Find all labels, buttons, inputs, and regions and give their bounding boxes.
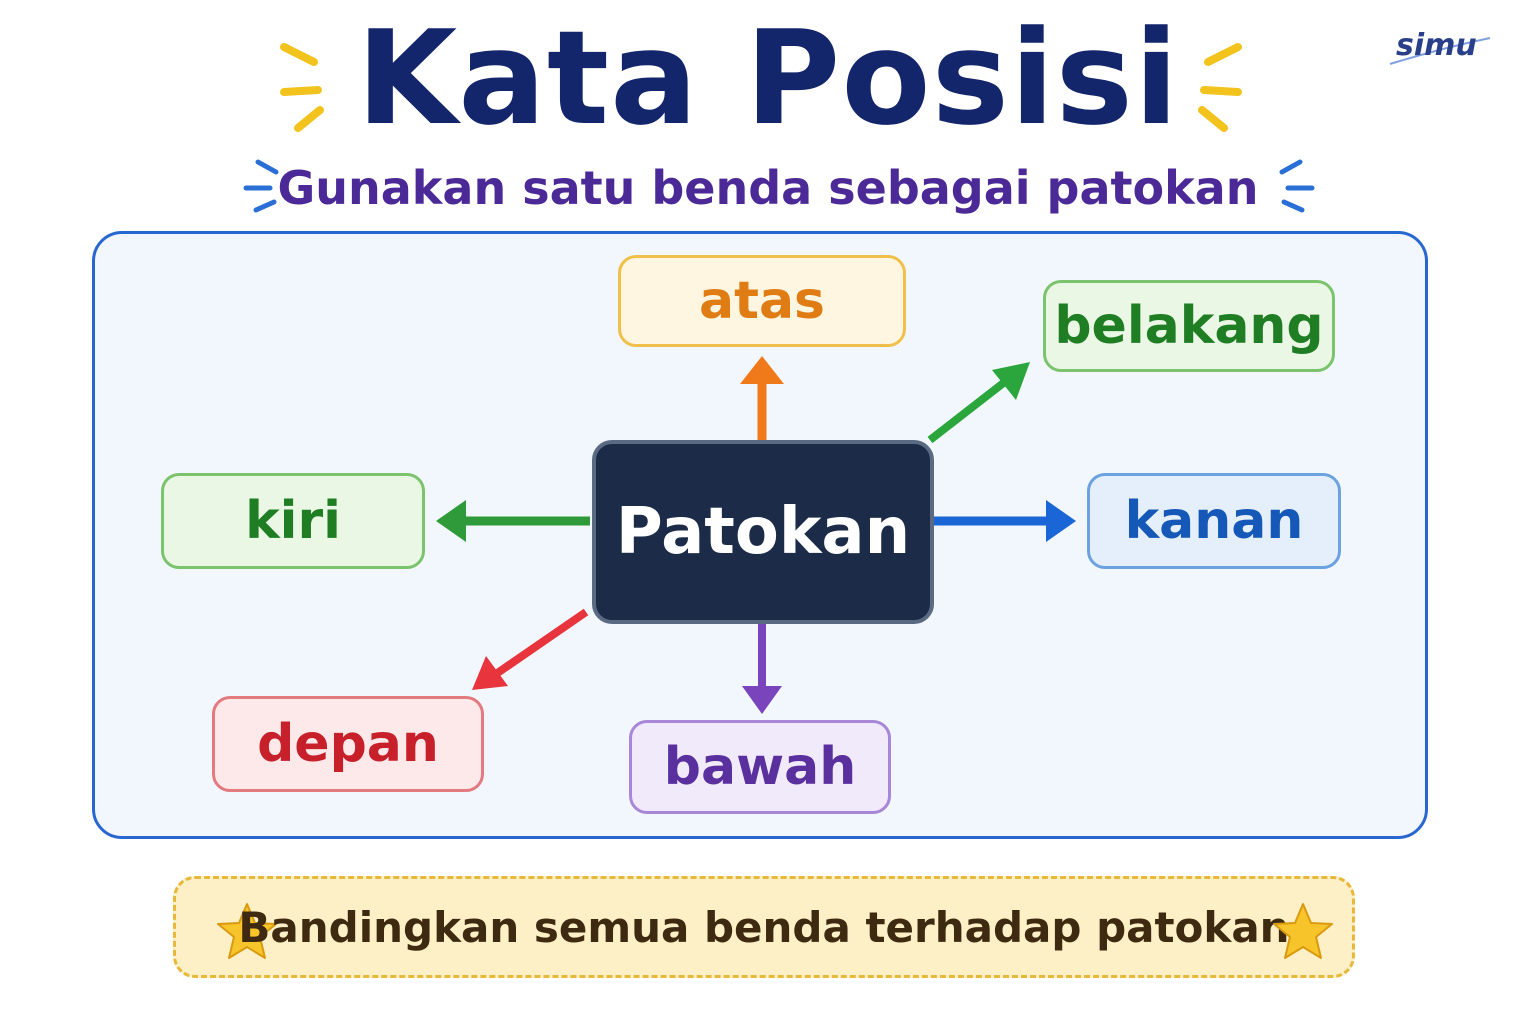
center-node-patokan: Patokan — [592, 440, 934, 624]
arrow-bawah — [742, 624, 782, 714]
node-kiri: kiri — [161, 473, 425, 569]
arrow-depan — [472, 608, 589, 690]
arrow-atas — [740, 356, 784, 440]
footer-text: Bandingkan semua benda terhadap patokan — [238, 902, 1290, 952]
subtitle: Gunakan satu benda sebagai patokan — [277, 161, 1259, 215]
node-bawah: bawah — [629, 720, 891, 814]
arrow-kanan — [934, 500, 1076, 542]
simu-logo: simu — [1386, 28, 1498, 74]
node-atas: atas — [618, 255, 906, 347]
node-kanan: kanan — [1087, 473, 1341, 569]
star-icon — [217, 903, 277, 959]
logo-text: simu — [1396, 28, 1477, 63]
footer-note: Bandingkan semua benda terhadap patokan — [173, 876, 1355, 978]
node-belakang: belakang — [1043, 280, 1335, 372]
sparkle-decoration — [243, 43, 1315, 213]
page-title: Kata Posisi — [356, 2, 1180, 154]
node-depan: depan — [212, 696, 484, 792]
star-icon — [1273, 903, 1333, 959]
arrow-kiri — [436, 500, 590, 542]
arrow-belakang — [927, 362, 1030, 444]
